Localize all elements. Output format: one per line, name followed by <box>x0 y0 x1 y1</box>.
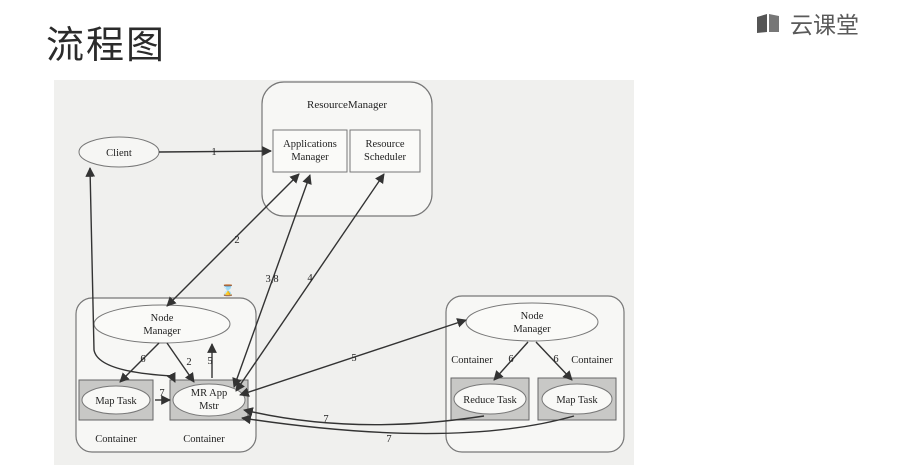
edge-label-6-right-a: 6 <box>508 354 513 365</box>
resource-manager-label: ResourceManager <box>307 99 387 111</box>
map-task-left-label: Map Task <box>95 396 137 407</box>
slide-title: 流程图 <box>46 23 167 67</box>
applications-manager-label-2: Manager <box>291 152 329 163</box>
edge-label-2-left: 2 <box>186 357 191 368</box>
container-label-left-1: Container <box>95 434 137 445</box>
edge-label-5-left: 5 <box>207 356 212 367</box>
arrow-2-left <box>166 342 195 383</box>
edge-label-6-right-b: 6 <box>553 354 558 365</box>
edge-label-4: 4 <box>307 273 313 284</box>
map-task-left <box>81 385 151 415</box>
mr-app-mstr <box>172 383 246 417</box>
applications-manager-box <box>272 129 348 173</box>
arrow-6-right-a <box>493 341 529 381</box>
edge-label-3-8: 3,8 <box>265 274 278 285</box>
arrow-7-map <box>241 414 575 435</box>
left-node-manager <box>93 304 231 344</box>
hourglass-icon: ⌛ <box>221 284 235 297</box>
book-icon <box>757 14 779 33</box>
container-label-right-1: Container <box>451 355 493 366</box>
edge-label-1: 1 <box>211 147 216 158</box>
brand-name: 云课堂 <box>790 13 859 39</box>
edge-label-5: 5 <box>351 353 356 364</box>
edge-label-2: 2 <box>234 235 239 246</box>
edge-label-7-reduce: 7 <box>323 414 328 425</box>
reduce-task <box>453 383 527 415</box>
edge-label-7-small: 7 <box>159 388 164 399</box>
resource-scheduler-label-1: Resource <box>365 139 404 150</box>
client-label: Client <box>106 148 132 159</box>
right-node-manager <box>465 302 599 342</box>
mr-app-mstr-label-1: MR App <box>191 388 227 399</box>
map-task-right <box>541 383 613 415</box>
container-label-left-2: Container <box>183 434 225 445</box>
resource-scheduler-label-2: Scheduler <box>364 152 406 163</box>
left-node-manager-label-1: Node <box>151 313 174 324</box>
brand-logo: 云课堂 <box>754 8 859 39</box>
edge-label-6-left: 6 <box>140 354 145 365</box>
flow-diagram: ResourceManager Applications Manager Res… <box>54 80 634 465</box>
map-task-right-label: Map Task <box>556 395 598 406</box>
right-node-manager-label-1: Node <box>521 311 544 322</box>
arrow-5 <box>239 318 467 397</box>
edge-label-7-map: 7 <box>386 434 391 445</box>
left-node-manager-label-2: Manager <box>143 326 181 337</box>
resource-scheduler-box <box>349 129 421 173</box>
container-label-right-2: Container <box>571 355 613 366</box>
arrow-client-loop <box>85 167 176 383</box>
arrow-1 <box>158 146 272 156</box>
arrow-6-right-b <box>535 341 573 381</box>
reduce-task-label: Reduce Task <box>463 395 517 406</box>
mr-app-mstr-label-2: Mstr <box>199 401 219 412</box>
arrow-7-reduce <box>243 407 485 426</box>
right-node-manager-label-2: Manager <box>513 324 551 335</box>
arrow-6-left <box>119 342 160 383</box>
applications-manager-label-1: Applications <box>283 139 337 150</box>
